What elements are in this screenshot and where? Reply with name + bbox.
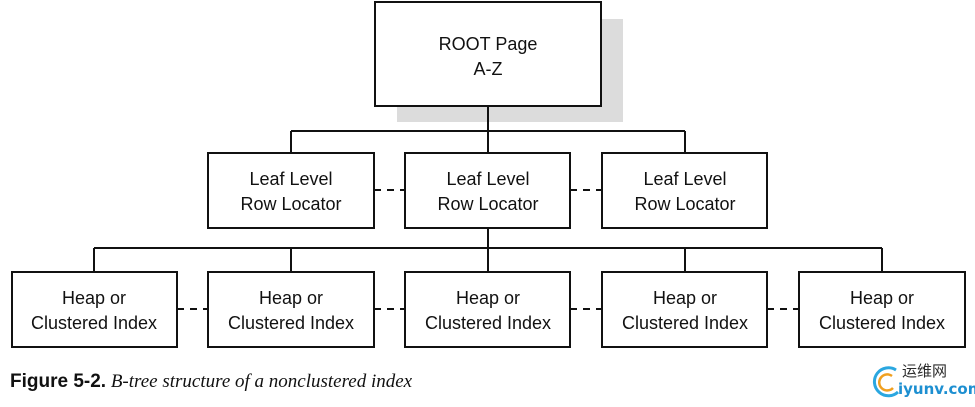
- data-page-line-2: Clustered Index: [819, 313, 945, 333]
- leaf-node-line-1: Leaf Level: [643, 169, 726, 189]
- data-page-line-1: Heap or: [850, 288, 914, 308]
- figure-caption-text: B-tree structure of a nonclustered index: [110, 371, 413, 392]
- leaf-node: Leaf Level Row Locator: [404, 152, 571, 229]
- data-page-line-1: Heap or: [653, 288, 717, 308]
- watermark-chinese-text: 运维网: [902, 362, 948, 380]
- data-page-node: Heap or Clustered Index: [404, 271, 571, 348]
- leaf-node-line-1: Leaf Level: [249, 169, 332, 189]
- data-page-node: Heap or Clustered Index: [798, 271, 966, 348]
- figure-caption: Figure 5-2. B-tree structure of a nonclu…: [10, 371, 412, 393]
- watermark-domain-text: iyunv.com: [898, 380, 975, 398]
- data-page-line-2: Clustered Index: [622, 313, 748, 333]
- data-page-line-1: Heap or: [259, 288, 323, 308]
- data-page-line-2: Clustered Index: [228, 313, 354, 333]
- data-page-node: Heap or Clustered Index: [11, 271, 178, 348]
- figure-label: Figure 5-2.: [10, 371, 107, 392]
- data-page-node: Heap or Clustered Index: [601, 271, 768, 348]
- leaf-node: Leaf Level Row Locator: [207, 152, 375, 229]
- data-page-line-2: Clustered Index: [31, 313, 157, 333]
- data-page-line-2: Clustered Index: [425, 313, 551, 333]
- leaf-node-line-1: Leaf Level: [446, 169, 529, 189]
- watermark-logo-icon: [872, 366, 900, 398]
- b-tree-diagram: ROOT Page A-Z Leaf Level Row Locator Lea…: [11, 1, 966, 348]
- leaf-node-line-2: Row Locator: [634, 194, 735, 214]
- root-node: ROOT Page A-Z: [374, 1, 602, 107]
- root-line-2: A-Z: [474, 59, 503, 79]
- data-page-line-1: Heap or: [456, 288, 520, 308]
- data-page-node: Heap or Clustered Index: [207, 271, 375, 348]
- root-line-1: ROOT Page: [439, 34, 538, 54]
- leaf-node-line-2: Row Locator: [240, 194, 341, 214]
- leaf-node-line-2: Row Locator: [437, 194, 538, 214]
- watermark: 运维网 iyunv.com: [868, 360, 975, 404]
- leaf-node: Leaf Level Row Locator: [601, 152, 768, 229]
- data-page-line-1: Heap or: [62, 288, 126, 308]
